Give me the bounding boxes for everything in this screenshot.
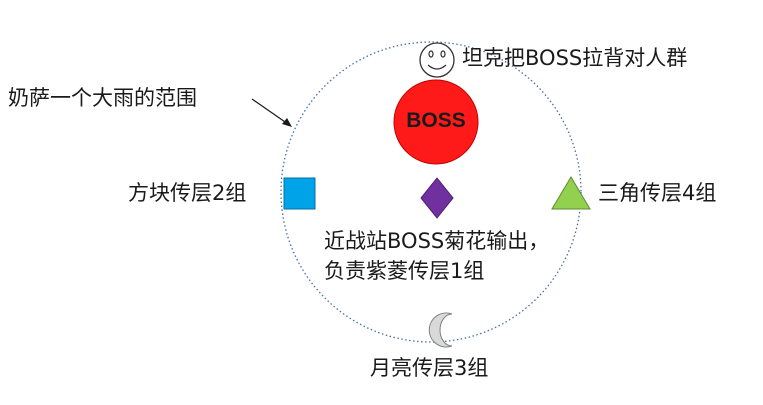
moon-marker-icon [428, 312, 453, 348]
melee-instruction-line1: 近战站BOSS菊花输出， [324, 229, 550, 253]
boss-label: BOSS [406, 109, 466, 132]
rain-range-label: 奶萨一个大雨的范围 [8, 86, 197, 110]
moon-group-label: 月亮传层3组 [370, 356, 489, 380]
triangle-marker-icon [551, 176, 591, 210]
boss-circle [393, 79, 479, 165]
smiley-face-icon [419, 42, 455, 78]
rain-pointer-arrowhead [282, 118, 292, 127]
triangle-group-label: 三角传层4组 [598, 181, 717, 205]
melee-instruction-line2: 负责紫菱传层1组 [324, 259, 485, 283]
square-marker-icon [283, 177, 316, 210]
tank-instruction-label: 坦克把BOSS拉背对人群 [462, 46, 688, 70]
square-group-label: 方块传层2组 [128, 181, 247, 205]
rain-pointer-arrow [251, 98, 289, 125]
diamond-marker-icon [420, 177, 454, 219]
rain-range-circle [280, 41, 582, 343]
